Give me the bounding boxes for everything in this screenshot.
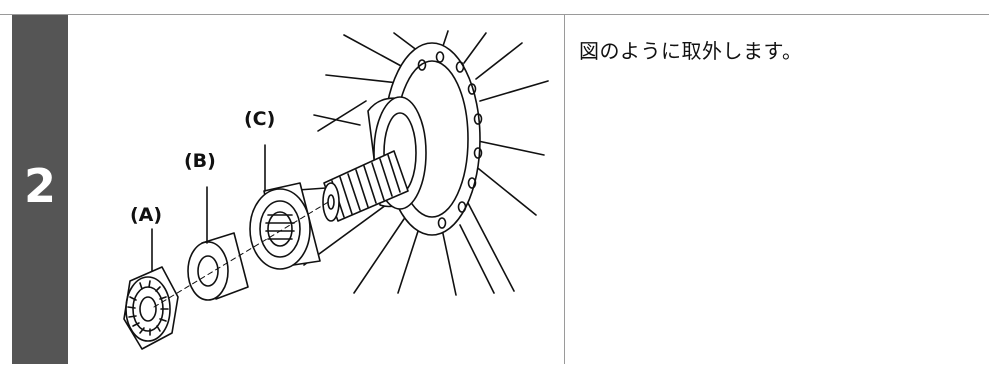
callout-b: (B) bbox=[184, 150, 216, 172]
spacer-part bbox=[187, 232, 249, 301]
top-rule bbox=[0, 14, 989, 15]
callout-c: (C) bbox=[244, 108, 275, 130]
step-number: 2 bbox=[23, 159, 56, 213]
cone-part bbox=[249, 182, 321, 270]
lock-nut-part bbox=[123, 266, 179, 350]
callout-a: (A) bbox=[130, 204, 162, 226]
axis-line bbox=[153, 200, 331, 308]
threaded-axle bbox=[322, 150, 409, 222]
instruction-cell: 図のように取外します。 bbox=[565, 15, 989, 364]
wheel-spokes bbox=[283, 30, 549, 296]
figure-cell: (A) (B) (C) bbox=[68, 15, 565, 364]
hub-disassembly-illustration: (A) (B) (C) bbox=[123, 30, 549, 350]
step-number-bar: 2 bbox=[12, 15, 68, 364]
column-divider bbox=[564, 15, 565, 364]
instruction-text: 図のように取外します。 bbox=[579, 39, 803, 63]
